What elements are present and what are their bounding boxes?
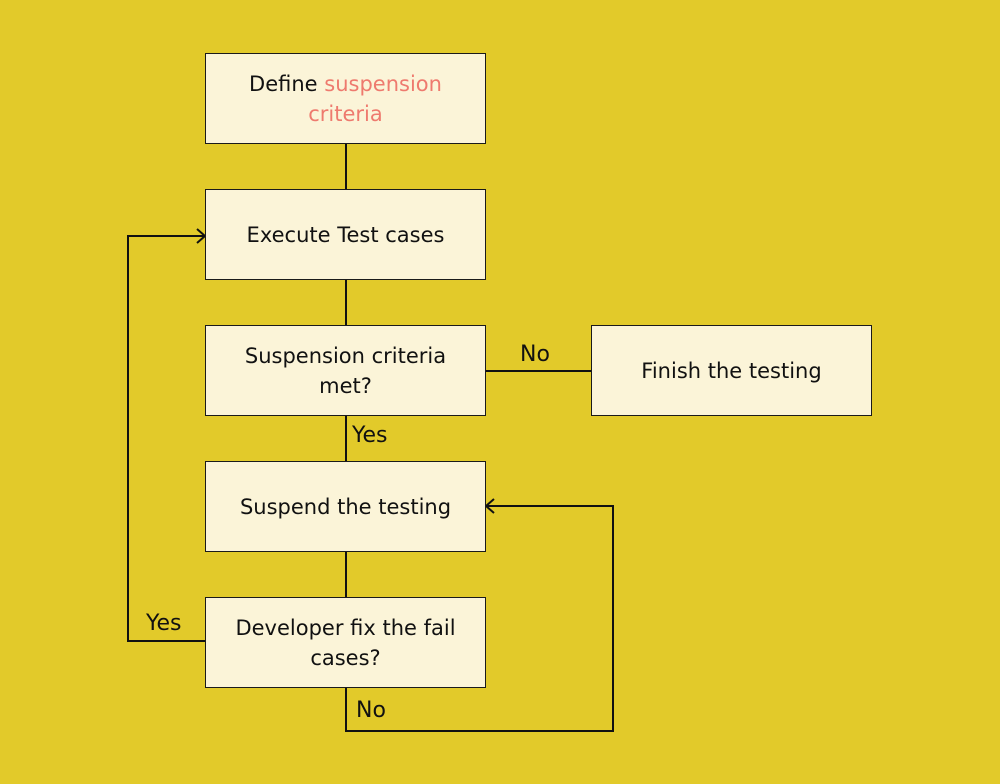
node-finish-testing: Finish the testing <box>591 325 872 416</box>
node-define-suspension-criteria: Define suspension criteria <box>205 53 486 144</box>
node-execute-label: Execute Test cases <box>246 222 445 247</box>
node-criteria-label: Suspension criteria met? <box>244 343 447 398</box>
node-suspend-label: Suspend the testing <box>239 494 452 519</box>
connector-fix-no-loop-to-suspend <box>345 505 614 732</box>
edge-label-criteria-no: No <box>520 342 550 367</box>
node-developer-fix-label: Developer fix the fail cases? <box>235 615 456 670</box>
node-define-prefix: Define <box>249 71 325 96</box>
node-developer-fix: Developer fix the fail cases? <box>205 597 486 688</box>
arrowhead-suspend-icon <box>484 498 495 514</box>
connector-fix-yes-loop-to-execute <box>127 235 205 642</box>
edge-label-fix-no: No <box>356 698 386 723</box>
node-define-highlight: suspension criteria <box>308 71 442 126</box>
edge-label-criteria-yes: Yes <box>352 423 388 448</box>
node-suspension-criteria-met: Suspension criteria met? <box>205 325 486 416</box>
node-suspend-testing: Suspend the testing <box>205 461 486 552</box>
node-define-text: Define suspension criteria <box>226 69 465 129</box>
edge-label-fix-yes: Yes <box>146 611 182 636</box>
node-finish-label: Finish the testing <box>641 358 822 383</box>
node-execute-test-cases: Execute Test cases <box>205 189 486 280</box>
